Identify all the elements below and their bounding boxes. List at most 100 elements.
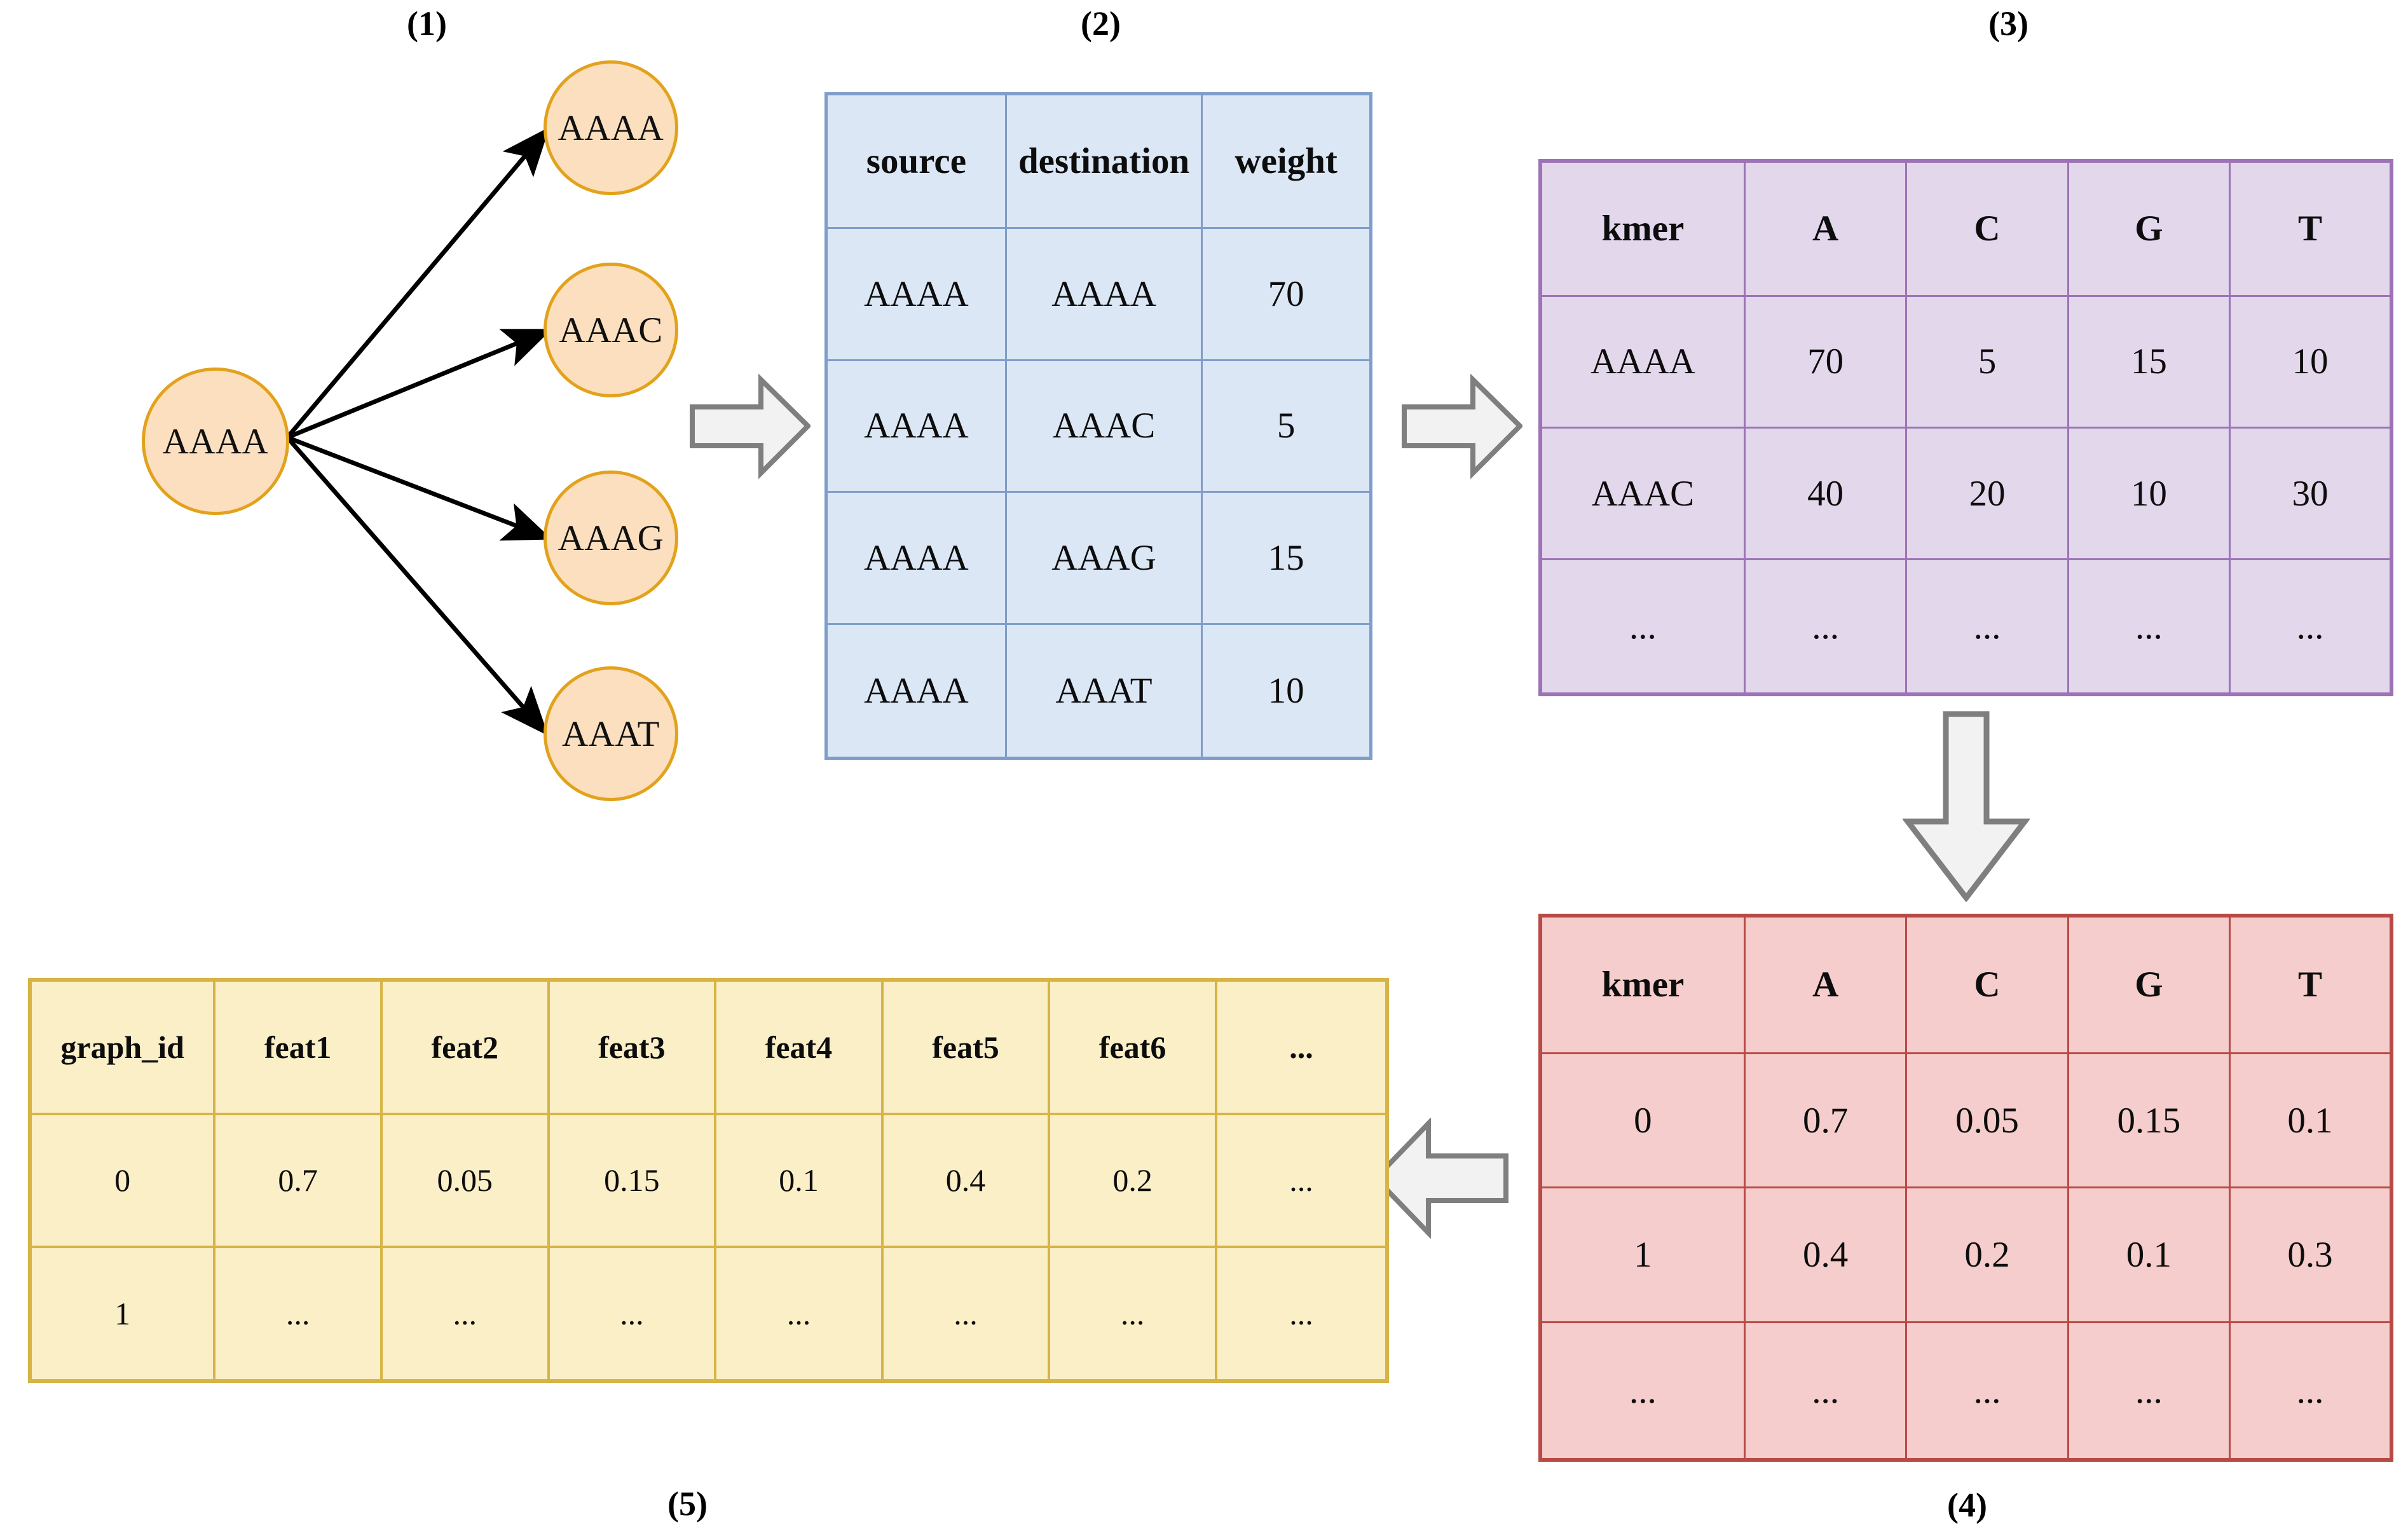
column-header-c: C [1905, 160, 2069, 297]
cell-freq-g: 0.1 [2067, 1186, 2231, 1324]
kmer-graph-panel: AAAA AAAA AAAC AAAG AAAT [0, 0, 750, 839]
node-label: AAAA [162, 421, 269, 462]
graph-edges [285, 127, 552, 736]
edge-to-aaat [285, 436, 549, 736]
column-header-weight: weight [1201, 93, 1372, 229]
cell-source: AAAA [825, 226, 1007, 361]
cell-count-a: 40 [1743, 426, 1908, 561]
column-header-kmer: kmer [1539, 914, 1746, 1054]
step-label-5: (5) [667, 1485, 708, 1523]
table-row: 0 0.7 0.05 0.15 0.1 0.4 0.2 ... [28, 1113, 1389, 1248]
flow-arrow-left-freq-table-to-feature-table [1372, 1118, 1508, 1239]
cell-freq-a: 0.7 [1743, 1052, 1908, 1189]
kmer-count-table: kmer A C G T AAAA 70 5 15 10 AAAC 40 20 … [1538, 159, 2393, 696]
table-row: AAAA 70 5 15 10 [1539, 294, 2393, 429]
cell-destination: AAAT [1004, 623, 1203, 759]
cell-more: ... [1214, 1113, 1389, 1248]
cell-count-c: 20 [1905, 426, 2069, 561]
flow-arrow-down-count-table-to-freq-table [1903, 711, 2030, 902]
column-header-more: ... [1214, 978, 1389, 1116]
cell-freq-c: ... [1905, 1321, 2069, 1461]
cell-freq-c: 0.05 [1905, 1052, 2069, 1189]
table-header-row: kmer A C G T [1539, 160, 2393, 297]
cell-count-a: ... [1743, 558, 1908, 696]
table-row: AAAA AAAT 10 [825, 623, 1372, 759]
column-header-source: source [825, 93, 1007, 229]
cell-weight: 5 [1201, 359, 1372, 493]
column-header-a: A [1743, 160, 1908, 297]
column-header-feat4: feat4 [714, 978, 884, 1116]
cell-freq-a: ... [1743, 1321, 1908, 1461]
edge-to-aaaa [285, 127, 550, 439]
cell-count-t: 10 [2229, 294, 2393, 429]
column-header-feat5: feat5 [880, 978, 1051, 1116]
cell-feat3: ... [547, 1245, 717, 1383]
edge-to-aaac [286, 328, 552, 440]
cell-feat4: ... [714, 1245, 884, 1383]
graph-node-aaag[interactable]: AAAG [544, 471, 678, 605]
cell-kmer: AAAA [1539, 294, 1746, 429]
cell-count-g: 15 [2067, 294, 2231, 429]
cell-source: AAAA [825, 623, 1007, 759]
cell-feat2: 0.05 [380, 1113, 550, 1248]
cell-feat5: ... [880, 1245, 1051, 1383]
column-header-feat2: feat2 [380, 978, 550, 1116]
cell-source: AAAA [825, 491, 1007, 626]
node-label: AAAT [562, 713, 660, 754]
cell-destination: AAAC [1004, 359, 1203, 493]
node-label: AAAG [558, 518, 664, 558]
graph-node-source[interactable]: AAAA [142, 368, 289, 515]
column-header-g: G [2067, 914, 2231, 1054]
cell-feat5: 0.4 [880, 1113, 1051, 1248]
cell-freq-c: 0.2 [1905, 1186, 2069, 1324]
cell-graph-id: 0 [28, 1113, 216, 1248]
cell-feat1: 0.7 [213, 1113, 383, 1248]
cell-feat6: 0.2 [1048, 1113, 1217, 1248]
table-row: 1 ... ... ... ... ... ... ... [28, 1245, 1389, 1383]
table-row: 1 0.4 0.2 0.1 0.3 [1539, 1186, 2393, 1324]
cell-kmer: ... [1539, 1321, 1746, 1461]
cell-feat4: 0.1 [714, 1113, 884, 1248]
cell-feat2: ... [380, 1245, 550, 1383]
column-header-feat6: feat6 [1048, 978, 1217, 1116]
graph-node-aaat[interactable]: AAAT [544, 666, 678, 801]
cell-freq-g: ... [2067, 1321, 2231, 1461]
step-label-4: (4) [1947, 1486, 1987, 1524]
column-header-t: T [2229, 914, 2393, 1054]
node-label: AAAC [559, 310, 663, 350]
column-header-a: A [1743, 914, 1908, 1054]
column-header-feat1: feat1 [213, 978, 383, 1116]
column-header-feat3: feat3 [547, 978, 717, 1116]
cell-weight: 15 [1201, 491, 1372, 626]
cell-count-t: 30 [2229, 426, 2393, 561]
column-header-kmer: kmer [1539, 160, 1746, 297]
cell-freq-a: 0.4 [1743, 1186, 1908, 1324]
graph-node-aaac[interactable]: AAAC [544, 263, 678, 397]
flow-arrow-right-edge-table-to-count-table [1402, 374, 1522, 479]
cell-kmer: 1 [1539, 1186, 1746, 1324]
step-label-1: (1) [407, 4, 447, 43]
column-header-c: C [1905, 914, 2069, 1054]
cell-count-c: ... [1905, 558, 2069, 696]
cell-weight: 10 [1201, 623, 1372, 759]
table-header-row: source destination weight [825, 93, 1372, 229]
cell-freq-t: 0.3 [2229, 1186, 2393, 1324]
table-row: AAAA AAAA 70 [825, 226, 1372, 361]
cell-feat6: ... [1048, 1245, 1217, 1383]
table-row-ellipsis: ... ... ... ... ... [1539, 1321, 2393, 1461]
cell-destination: AAAA [1004, 226, 1203, 361]
table-row: AAAC 40 20 10 30 [1539, 426, 2393, 561]
cell-feat1: ... [213, 1245, 383, 1383]
cell-feat3: 0.15 [547, 1113, 717, 1248]
table-header-row: graph_id feat1 feat2 feat3 feat4 feat5 f… [28, 978, 1389, 1116]
cell-freq-g: 0.15 [2067, 1052, 2231, 1189]
cell-count-g: 10 [2067, 426, 2231, 561]
kmer-frequency-table: kmer A C G T 0 0.7 0.05 0.15 0.1 1 0.4 0… [1538, 914, 2393, 1462]
node-label: AAAA [558, 107, 664, 148]
cell-count-a: 70 [1743, 294, 1908, 429]
graph-node-aaaa[interactable]: AAAA [544, 60, 678, 195]
cell-kmer: 0 [1539, 1052, 1746, 1189]
table-row: 0 0.7 0.05 0.15 0.1 [1539, 1052, 2393, 1189]
graph-feature-table: graph_id feat1 feat2 feat3 feat4 feat5 f… [28, 978, 1389, 1383]
